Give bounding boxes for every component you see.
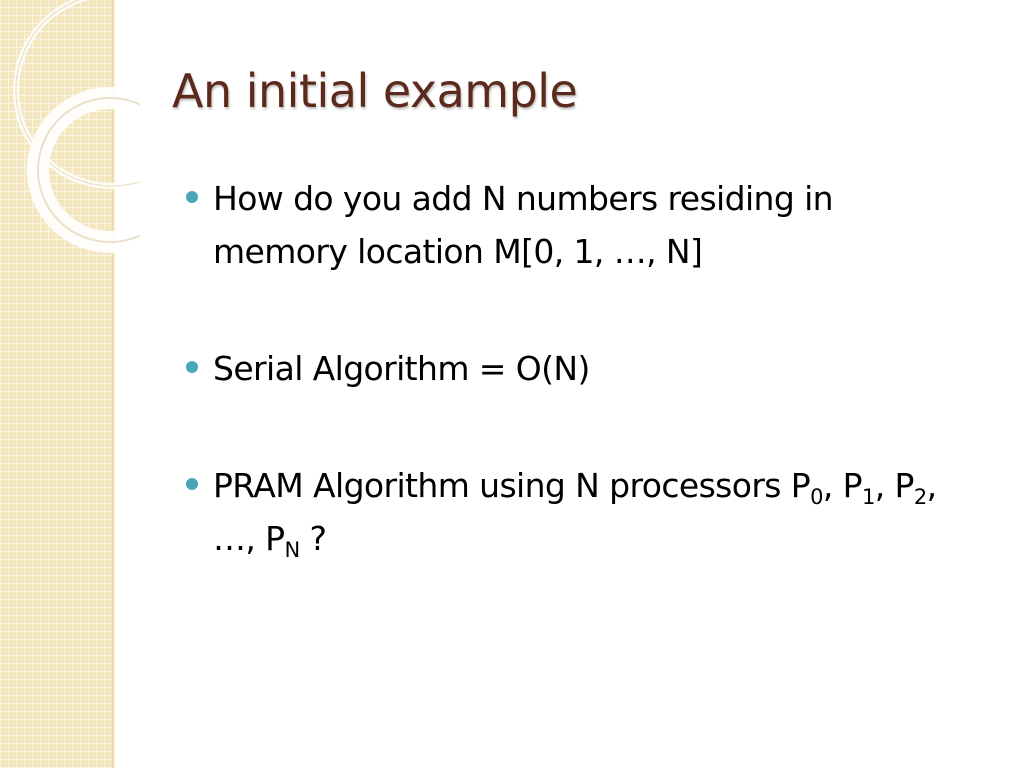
bullet-item: How do you add N numbers residing in mem… [186,172,976,278]
bullet-dot-icon [186,478,198,490]
subscript-2: 2 [913,485,927,509]
decorative-rings-icon [13,0,140,253]
side-band-edge [112,0,115,768]
text-part: , …, P [213,466,937,558]
bullet-item: PRAM Algorithm using N processors P0, P1… [186,459,976,565]
text-part: PRAM Algorithm using N processors P [213,466,811,505]
text-part: ? [299,519,327,558]
subscript-1: 1 [861,485,875,509]
bullet-dot-icon [186,361,198,373]
bullet-list: How do you add N numbers residing in mem… [186,172,976,565]
text-part: , P [822,466,863,505]
bullet-text: Serial Algorithm = O(N) [213,349,590,388]
slide-title: An initial example [172,64,578,118]
subscript-0: 0 [810,485,823,509]
bullet-text: PRAM Algorithm using N processors P0, P1… [213,466,937,561]
bullet-dot-icon [186,191,198,203]
subscript-n: N [284,538,300,562]
text-part: , P [874,466,915,505]
bullet-text: How do you add N numbers residing in mem… [213,179,834,271]
bullet-item: Serial Algorithm = O(N) [186,342,976,395]
